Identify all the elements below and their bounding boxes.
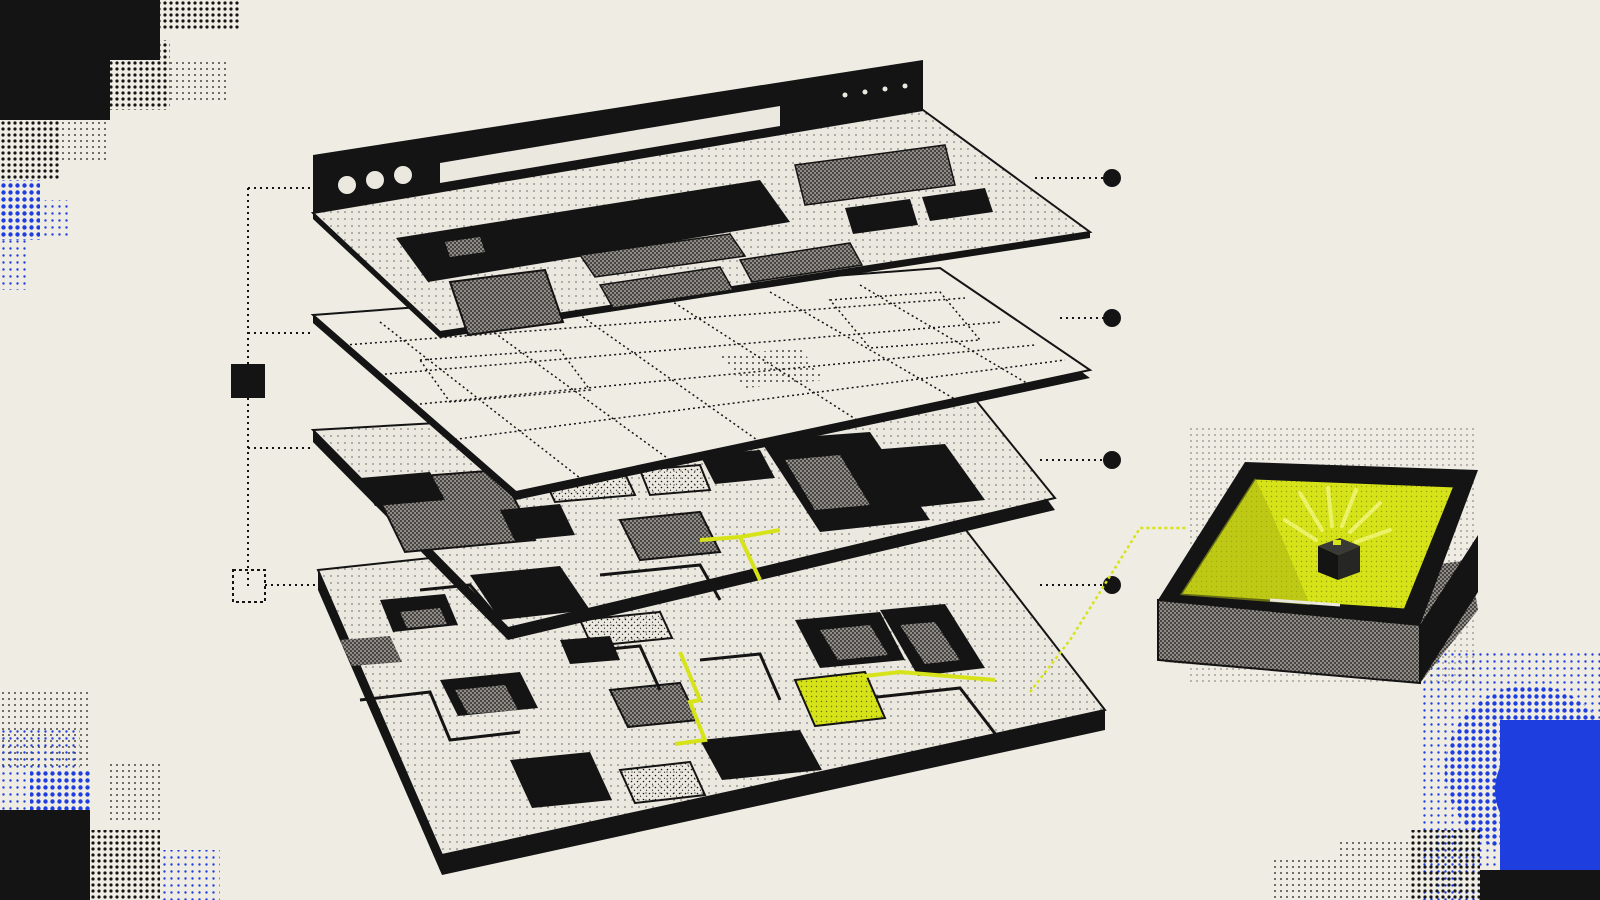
bracket-hollow-node — [232, 569, 266, 603]
callout-dot-2 — [1103, 309, 1121, 327]
layer-callouts — [1029, 169, 1188, 693]
base-map-highlight-path — [674, 651, 708, 746]
wireframe-dotted-panel — [720, 348, 825, 388]
layer-browser-window — [310, 60, 1093, 338]
browser-toolbar-icons — [842, 83, 908, 98]
bottom-left-pixel-decor — [0, 690, 220, 900]
callout-dot-1 — [1103, 169, 1121, 187]
bracket-filled-node — [231, 364, 265, 398]
detail-lit-chamber — [1157, 428, 1478, 685]
chamber-light-rays — [1283, 486, 1392, 544]
chamber-cube — [1318, 538, 1360, 580]
top-left-pixel-decor — [0, 0, 240, 290]
browser-address-bar — [440, 106, 780, 183]
browser-hero-banner — [396, 180, 790, 282]
callout-dot-3 — [1103, 451, 1121, 469]
layer-bracket — [247, 187, 318, 590]
base-map-highlight-room — [793, 670, 887, 728]
callout-dot-4 — [1103, 576, 1121, 594]
browser-window-dots — [338, 166, 412, 194]
detail-connector — [1029, 526, 1188, 693]
bottom-right-pixel-decor — [1270, 650, 1600, 900]
